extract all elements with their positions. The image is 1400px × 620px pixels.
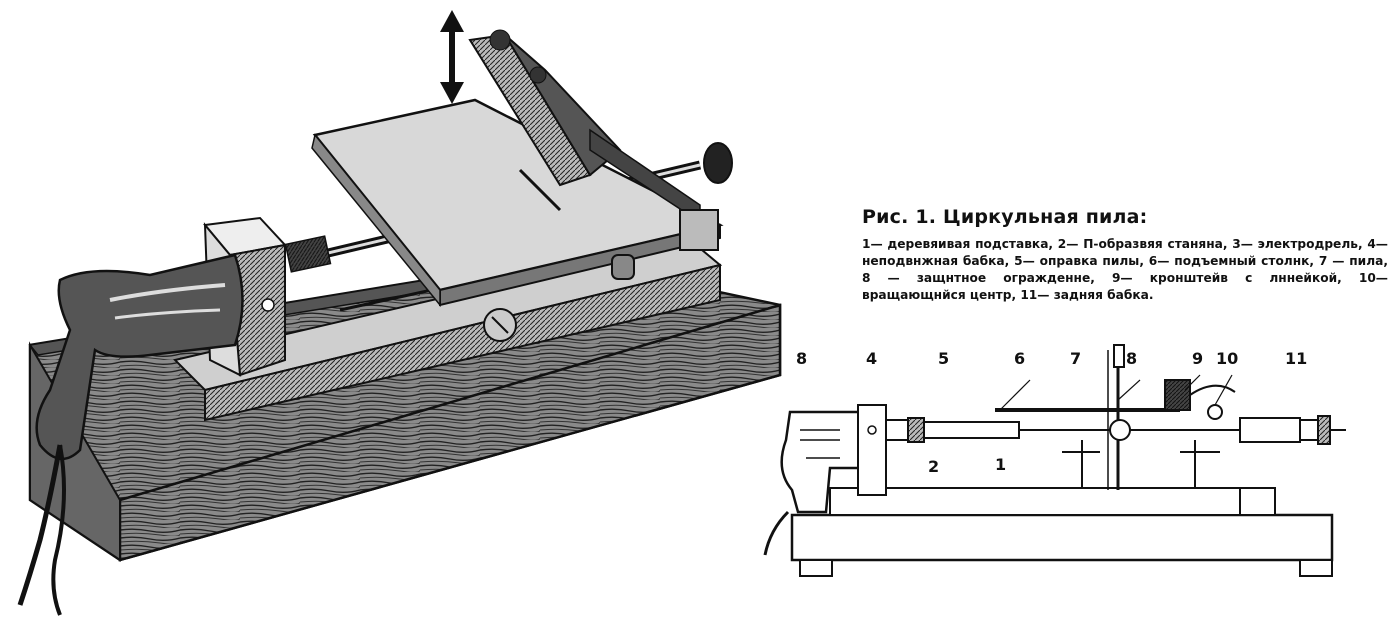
- label-11: 11: [1285, 349, 1307, 368]
- ruler-bracket: [1164, 379, 1191, 411]
- label-7: 7: [1070, 349, 1081, 368]
- side-view-schematic: [763, 344, 1346, 577]
- caption-title: Рис. 1. Циркульная пила:: [862, 206, 1148, 228]
- drill-outline: [780, 410, 862, 514]
- u-frame: [829, 487, 1276, 516]
- circular-saw-illustration: [17, 10, 782, 616]
- label-6: 6: [1014, 349, 1025, 368]
- u-frame-bed: [173, 238, 723, 422]
- label-2: 2: [928, 457, 939, 476]
- saw-arbor: [923, 421, 1020, 439]
- label-10: 10: [1216, 349, 1238, 368]
- base-board: [790, 513, 1334, 562]
- label-8: 8: [796, 349, 807, 368]
- saw-table: [311, 98, 724, 308]
- label-5: 5: [938, 349, 949, 368]
- label-9: 9: [1192, 349, 1203, 368]
- label-1: 1: [995, 455, 1006, 474]
- part-number-labels: 1 2 4 5 6 7 8 8 9 10 11: [796, 349, 1307, 476]
- blade-guard: [468, 29, 701, 224]
- tailstock: [1239, 417, 1301, 443]
- height-adjust-knobs: [483, 209, 719, 342]
- label-4: 4: [866, 349, 877, 368]
- caption-legend: 1— деревяивая подставка, 2— П-образвяя с…: [862, 237, 1388, 302]
- up-down-arrow-icon: [440, 10, 464, 104]
- electric-drill: [17, 253, 244, 616]
- figure-caption: Рис. 1. Циркульная пила: 1— деревяивая п…: [862, 206, 1388, 304]
- label-8b: 8: [1126, 349, 1137, 368]
